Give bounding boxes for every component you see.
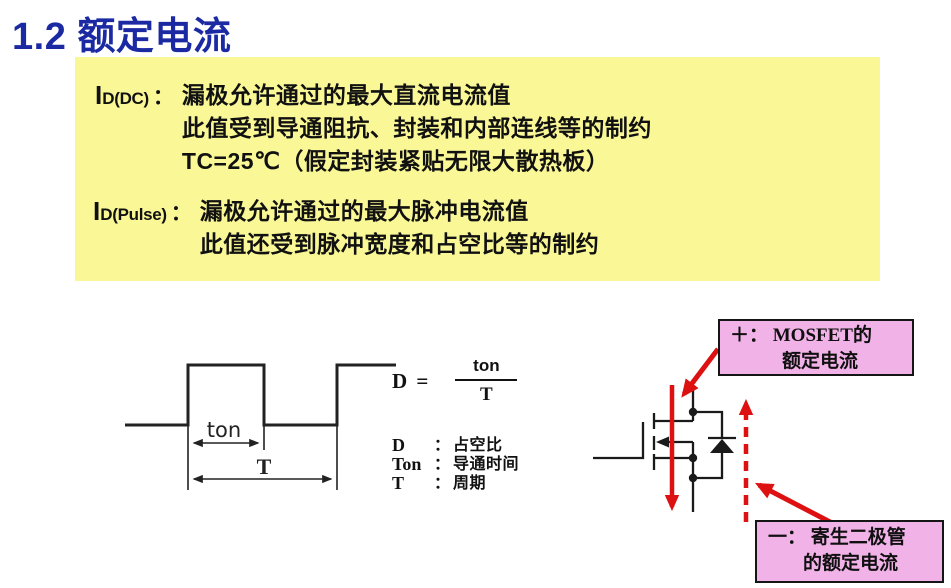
legend-definition: 占空比: [453, 437, 503, 454]
callout-line: 的额定电流: [803, 553, 899, 574]
legend-definition: 周期: [453, 475, 487, 492]
symbol-main: I: [93, 196, 101, 226]
junction-dot: [688, 407, 698, 417]
body-diode-icon: [710, 439, 734, 453]
callout-pointer-bottom: [755, 482, 834, 526]
formula-lhs: D =: [392, 368, 431, 393]
legend-row: D ： 占空比: [392, 436, 519, 455]
formula-numerator: ton: [473, 356, 500, 375]
legend-row: Ton ： 导通时间: [392, 455, 519, 474]
fraction-bar: [455, 379, 518, 381]
junction-dots: [688, 407, 698, 483]
definition-line: TC=25℃（假定封装紧贴无限大散热板）: [181, 148, 610, 174]
page-title: 1.2 额定电流: [12, 16, 232, 58]
duty-cycle-formula: D = ton T D ： 占空比 Ton ： 导通时间 T ： 周期: [392, 356, 577, 493]
ton-label: ton: [207, 418, 241, 442]
period-label: T: [257, 454, 272, 479]
definition-text: 漏极允许通过的最大直流电流值 此值受到导通阻抗、封装和内部连线等的制约 TC=2…: [182, 79, 652, 178]
extension-lines: [187, 425, 338, 490]
definition-line: 此值还受到脉冲宽度和占空比等的制约: [199, 231, 600, 257]
definition-line: 此值受到导通阻抗、封装和内部连线等的制约: [181, 115, 652, 141]
callout-line: 额定电流: [782, 351, 859, 372]
legend-row: T ： 周期: [392, 474, 519, 493]
definition-line: 漏极允许通过的最大脉冲电流值: [199, 198, 529, 224]
callout-pointer-top: [681, 347, 720, 398]
diode-branch-bottom: [693, 453, 724, 480]
callout-mosfet-rated-current: ＋： MOSFET的 额定电流: [718, 319, 914, 376]
junction-dot: [688, 473, 698, 483]
legend-colon: ：: [434, 456, 451, 473]
symbol-sub: D(DC): [102, 89, 149, 108]
formula-fraction: ton T: [454, 356, 518, 406]
junction-dot: [688, 453, 698, 463]
body-arrow-icon: [656, 436, 669, 448]
callout-line: 一： 寄生二极管: [768, 527, 906, 548]
mosfet-schematic: [593, 347, 834, 526]
legend-colon: ：: [434, 437, 451, 454]
legend-term: T: [392, 473, 405, 493]
symbol-colon: ：: [152, 86, 174, 109]
formula-legend: D ： 占空比 Ton ： 导通时间 T ： 周期: [392, 436, 519, 493]
pulse-trace: [125, 363, 396, 427]
legend-colon: ：: [434, 475, 451, 492]
symbol-colon: ：: [170, 202, 192, 225]
pulse-waveform-diagram: ton T: [125, 363, 396, 490]
gate-lead: [593, 422, 645, 460]
legend-term: Ton: [392, 454, 422, 474]
formula-equation: D = ton T: [392, 356, 577, 406]
symbol-main: I: [95, 80, 103, 110]
formula-denominator: T: [480, 384, 493, 405]
diode-branch-top: [693, 410, 724, 438]
callout-line: ＋： MOSFET的: [730, 325, 872, 346]
definition-text: 漏极允许通过的最大脉冲电流值 此值还受到脉冲宽度和占空比等的制约: [200, 195, 600, 261]
symbol-sub: D(Pulse): [100, 205, 167, 224]
definition-line: 漏极允许通过的最大直流电流值: [181, 82, 511, 108]
legend-term: D: [392, 435, 405, 455]
legend-definition: 导通时间: [453, 456, 520, 473]
callout-diode-rated-current: 一： 寄生二极管 的额定电流: [755, 520, 944, 583]
